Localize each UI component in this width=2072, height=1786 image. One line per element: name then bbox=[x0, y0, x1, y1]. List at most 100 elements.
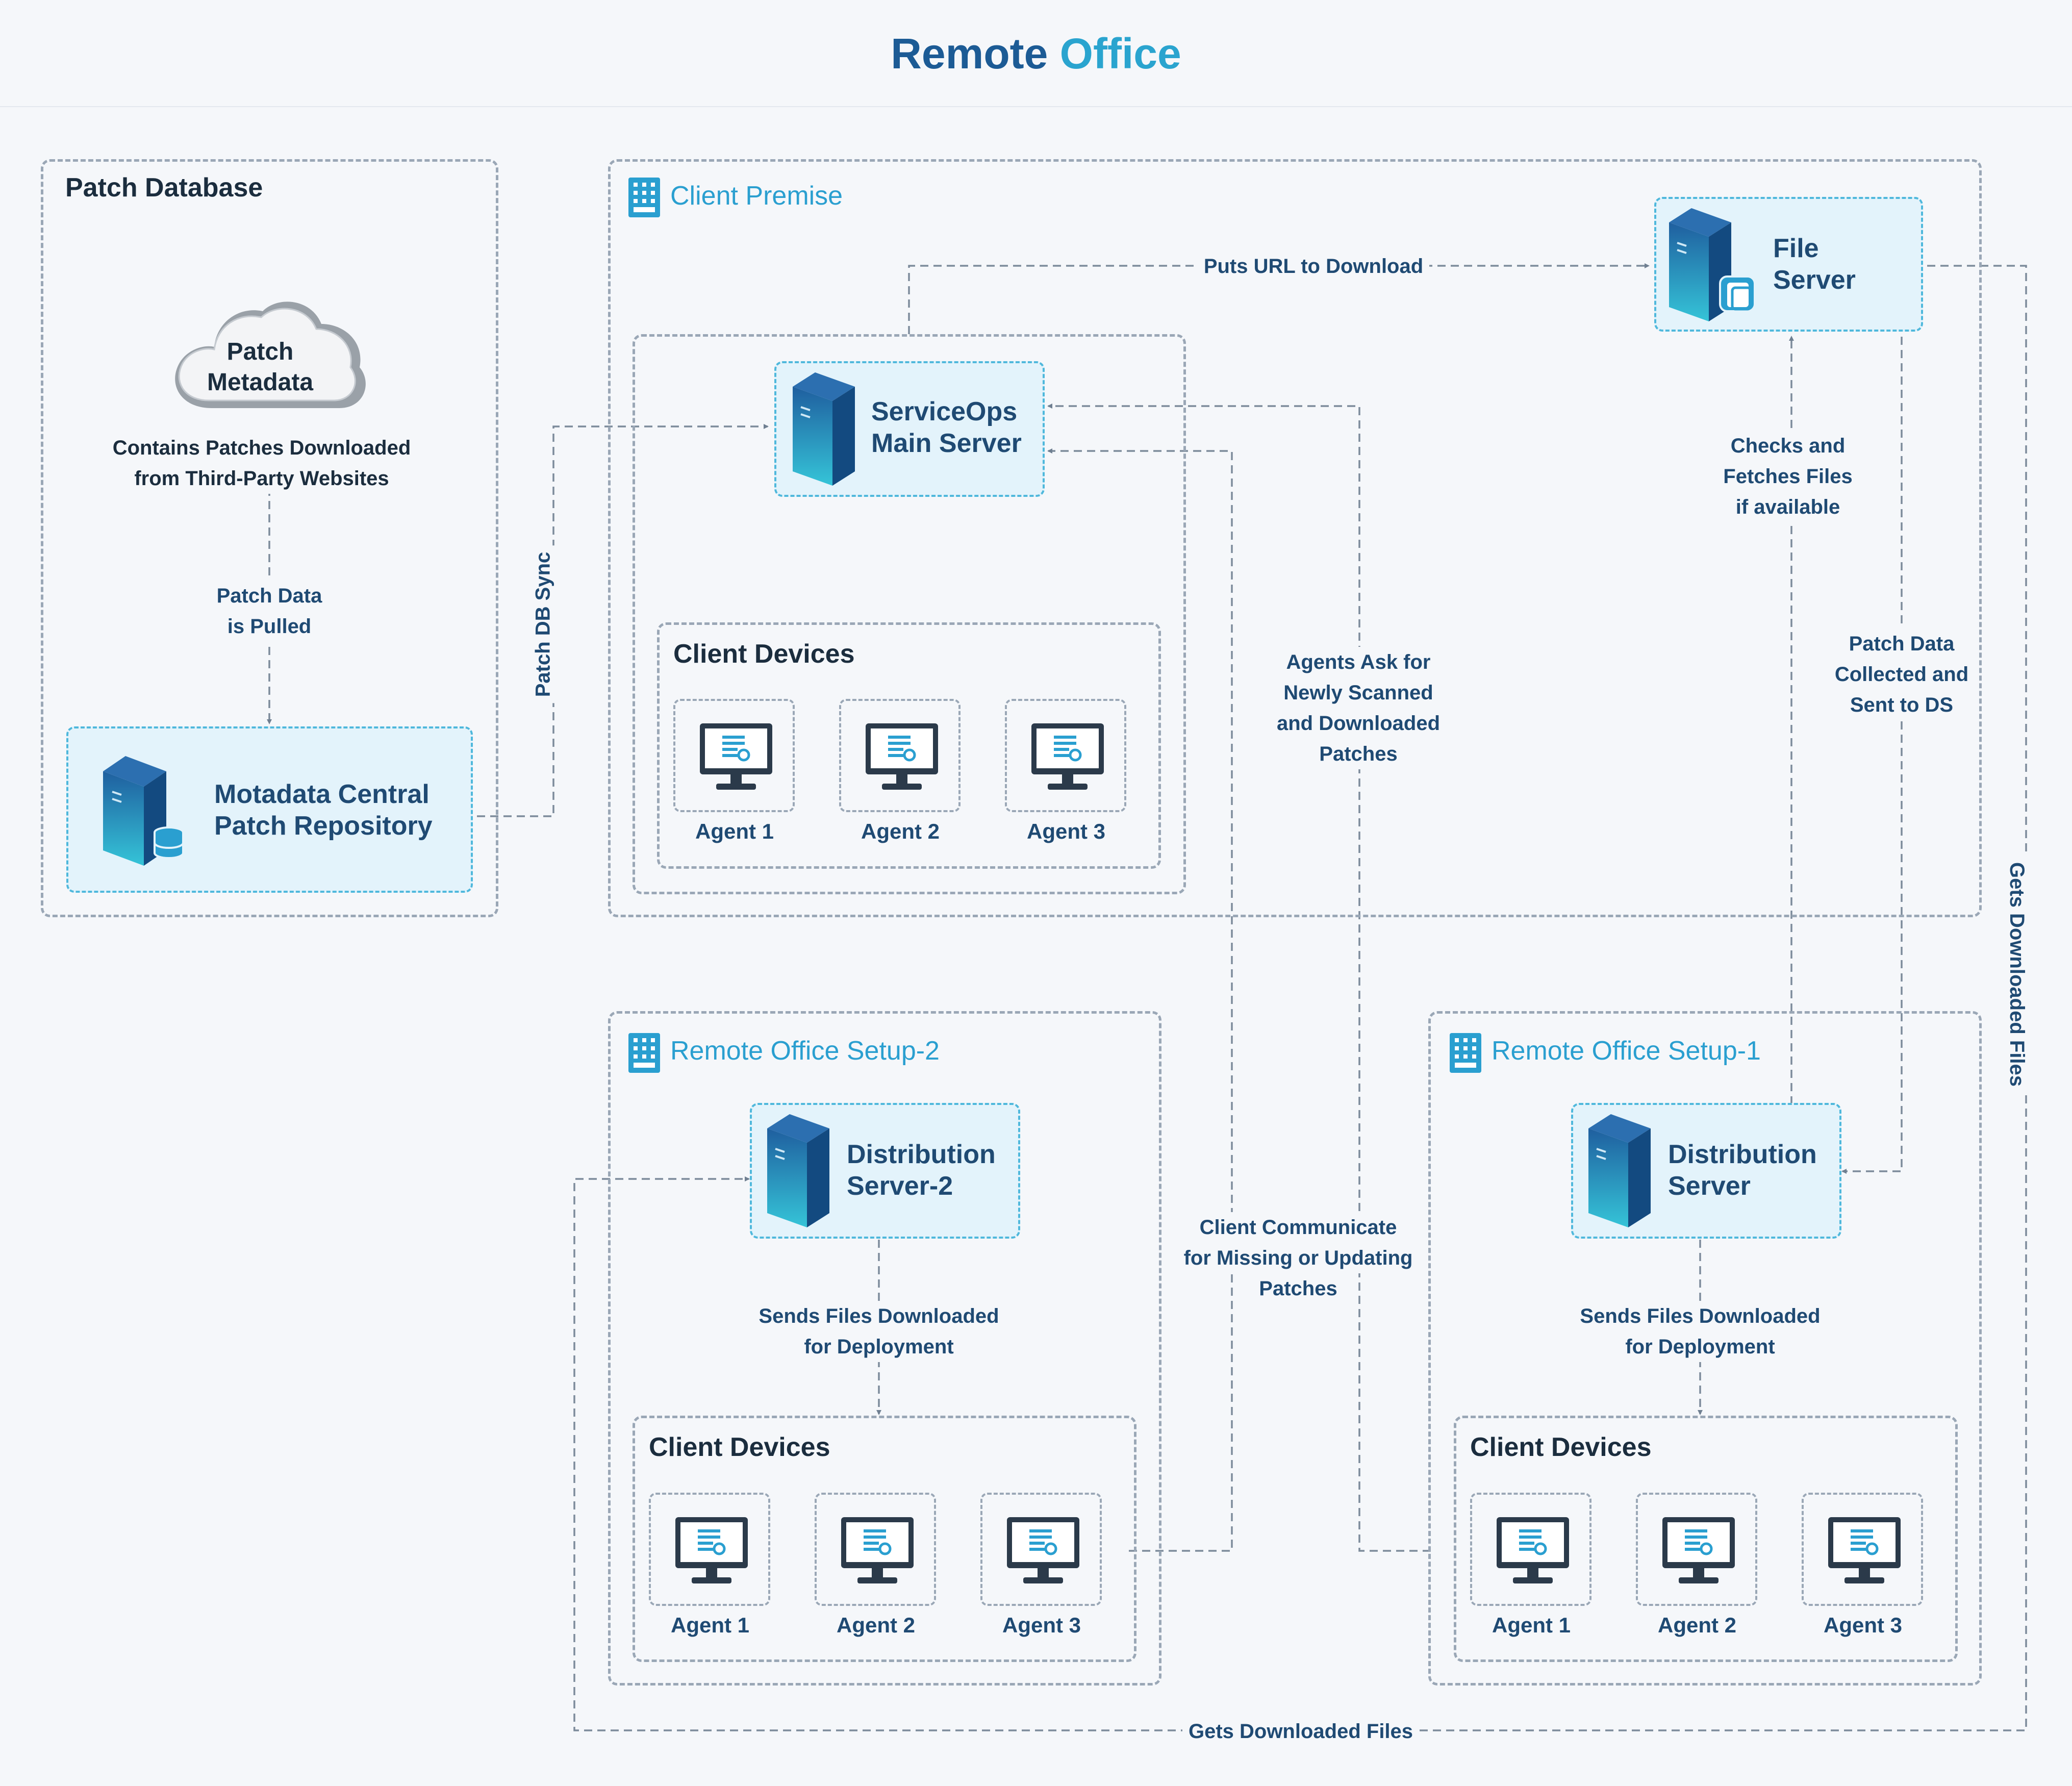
agent-box[interactable] bbox=[673, 699, 795, 812]
sends-files-ds2-label: Sends Files Downloaded for Deployment bbox=[736, 1301, 1022, 1362]
building-icon bbox=[628, 178, 660, 217]
client-devices-title: Client Devices bbox=[649, 1432, 830, 1462]
central-repository-line2: Patch Repository bbox=[214, 811, 433, 841]
agents-ask-line3: and Downloaded bbox=[1271, 708, 1446, 739]
client-comm-line2: for Missing or Updating bbox=[1177, 1243, 1419, 1273]
agent-label: Agent 3 bbox=[1002, 1613, 1081, 1637]
ds1-line1: Distribution bbox=[1668, 1140, 1817, 1169]
agent-box[interactable] bbox=[1802, 1493, 1923, 1606]
building-icon bbox=[628, 1033, 660, 1073]
agent-label: Agent 2 bbox=[836, 1613, 915, 1637]
checks-line3: if available bbox=[1729, 492, 1847, 522]
page-title: Remote Office bbox=[0, 26, 2072, 82]
client-comm-line3: Patches bbox=[1253, 1273, 1344, 1304]
ds2-line1: Distribution bbox=[847, 1140, 996, 1169]
agents-ask-line4: Patches bbox=[1313, 739, 1404, 769]
checks-fetches-label: Checks and Fetches Files if available bbox=[1704, 431, 1872, 522]
monitor-icon bbox=[1497, 1517, 1569, 1583]
file-server-line1: File bbox=[1773, 234, 1819, 263]
remote-setup-1-panel bbox=[1428, 1011, 1982, 1686]
main-server-line2: Main Server bbox=[871, 429, 1022, 458]
agent-label: Agent 1 bbox=[670, 1613, 749, 1637]
main-server-label: ServiceOps Main Server bbox=[871, 396, 1022, 459]
client-premise-panel bbox=[608, 159, 1982, 917]
monitor-icon bbox=[866, 723, 938, 790]
patch-source-line2: from Third-Party Websites bbox=[128, 463, 395, 494]
agent-box[interactable] bbox=[815, 1493, 936, 1606]
distribution-server-2-label: Distribution Server-2 bbox=[847, 1139, 996, 1202]
client-devices-panel bbox=[657, 622, 1161, 869]
agent-box[interactable] bbox=[1470, 1493, 1591, 1606]
agent-label: Agent 2 bbox=[1657, 1613, 1736, 1637]
puts-url-text: Puts URL to Download bbox=[1197, 251, 1430, 282]
remote-setup-2-title: Remote Office Setup-2 bbox=[670, 1036, 940, 1066]
file-server-label: File Server bbox=[1773, 233, 1856, 296]
agent-label: Agent 1 bbox=[1492, 1613, 1571, 1637]
file-server-line2: Server bbox=[1773, 265, 1856, 295]
collected-line1: Patch Data bbox=[1842, 628, 1961, 659]
client-devices-title: Client Devices bbox=[1470, 1432, 1652, 1462]
agent-box[interactable] bbox=[839, 699, 961, 812]
cloud-label-line2: Metadata bbox=[207, 369, 314, 396]
main-server-line1: ServiceOps bbox=[871, 397, 1018, 426]
title-word-remote: Remote bbox=[891, 30, 1048, 78]
puts-url-label: Puts URL to Download bbox=[1163, 251, 1464, 282]
main-server-panel bbox=[633, 334, 1186, 894]
collected-line2: Collected and bbox=[1828, 659, 1975, 690]
connector-agents-ask bbox=[1047, 404, 1431, 1552]
agent-label: Agent 3 bbox=[1823, 1613, 1902, 1637]
agent-box[interactable] bbox=[980, 1493, 1102, 1606]
monitor-icon bbox=[675, 1517, 748, 1583]
client-devices-panel bbox=[1454, 1416, 1958, 1662]
page-header: Remote Office bbox=[0, 0, 2072, 107]
patch-database-title: Patch Database bbox=[65, 173, 263, 203]
server-icon bbox=[793, 372, 855, 486]
monitor-icon bbox=[1828, 1517, 1901, 1583]
patch-db-sync-label: Patch DB Sync bbox=[529, 545, 557, 703]
server-icon bbox=[767, 1114, 829, 1227]
gets-files-bottom-text: Gets Downloaded Files bbox=[1182, 1716, 1420, 1747]
ds2-sends-line1: Sends Files Downloaded bbox=[752, 1301, 1005, 1331]
ds1-line2: Server bbox=[1668, 1171, 1751, 1201]
connector-client-communicate bbox=[1047, 448, 1233, 1552]
file-server-icon bbox=[1669, 208, 1756, 321]
client-devices-title: Client Devices bbox=[673, 639, 855, 669]
patch-source-line1: Contains Patches Downloaded bbox=[106, 433, 417, 463]
client-communicate-label: Client Communicate for Missing or Updati… bbox=[1168, 1212, 1428, 1304]
patch-pulled-line2: is Pulled bbox=[221, 611, 318, 642]
ds1-sends-line1: Sends Files Downloaded bbox=[1574, 1301, 1827, 1331]
ds2-sends-line2: for Deployment bbox=[798, 1331, 960, 1362]
patch-collected-label: Patch Data Collected and Sent to DS bbox=[1810, 628, 1993, 720]
agent-box[interactable] bbox=[1636, 1493, 1757, 1606]
client-premise-title: Client Premise bbox=[670, 181, 843, 211]
agent-label: Agent 2 bbox=[861, 819, 940, 843]
agent-label: Agent 3 bbox=[1026, 819, 1105, 843]
remote-setup-1-title: Remote Office Setup-1 bbox=[1492, 1036, 1761, 1066]
agents-ask-line1: Agents Ask for bbox=[1280, 647, 1437, 677]
central-repository-label: Motadata Central Patch Repository bbox=[214, 778, 433, 842]
checks-line2: Fetches Files bbox=[1717, 461, 1859, 492]
agents-ask-label: Agents Ask for Newly Scanned and Downloa… bbox=[1254, 647, 1463, 769]
agent-box[interactable] bbox=[649, 1493, 770, 1606]
title-word-office: Office bbox=[1059, 30, 1181, 78]
monitor-icon bbox=[1007, 1517, 1079, 1583]
remote-setup-2-panel bbox=[608, 1011, 1161, 1686]
ds2-line2: Server-2 bbox=[847, 1171, 953, 1201]
agent-box[interactable] bbox=[1005, 699, 1126, 812]
building-icon bbox=[1450, 1033, 1481, 1073]
gets-files-vertical-label: Gets Downloaded Files bbox=[2004, 856, 2031, 1093]
monitor-icon bbox=[841, 1517, 914, 1583]
patch-pulled-line1: Patch Data bbox=[210, 581, 329, 611]
database-server-icon bbox=[103, 756, 184, 866]
agents-ask-line2: Newly Scanned bbox=[1277, 677, 1439, 708]
collected-line3: Sent to DS bbox=[1843, 690, 1960, 720]
distribution-server-1-label: Distribution Server bbox=[1668, 1139, 1817, 1202]
checks-line1: Checks and bbox=[1724, 431, 1852, 461]
gets-files-bottom-label: Gets Downloaded Files bbox=[1163, 1716, 1438, 1747]
central-repository-line1: Motadata Central bbox=[214, 779, 429, 809]
cloud-label-line1: Patch bbox=[226, 338, 294, 365]
monitor-icon bbox=[1662, 1517, 1735, 1583]
client-devices-panel bbox=[633, 1416, 1136, 1662]
patch-database-panel bbox=[41, 159, 498, 917]
client-comm-line1: Client Communicate bbox=[1193, 1212, 1403, 1243]
